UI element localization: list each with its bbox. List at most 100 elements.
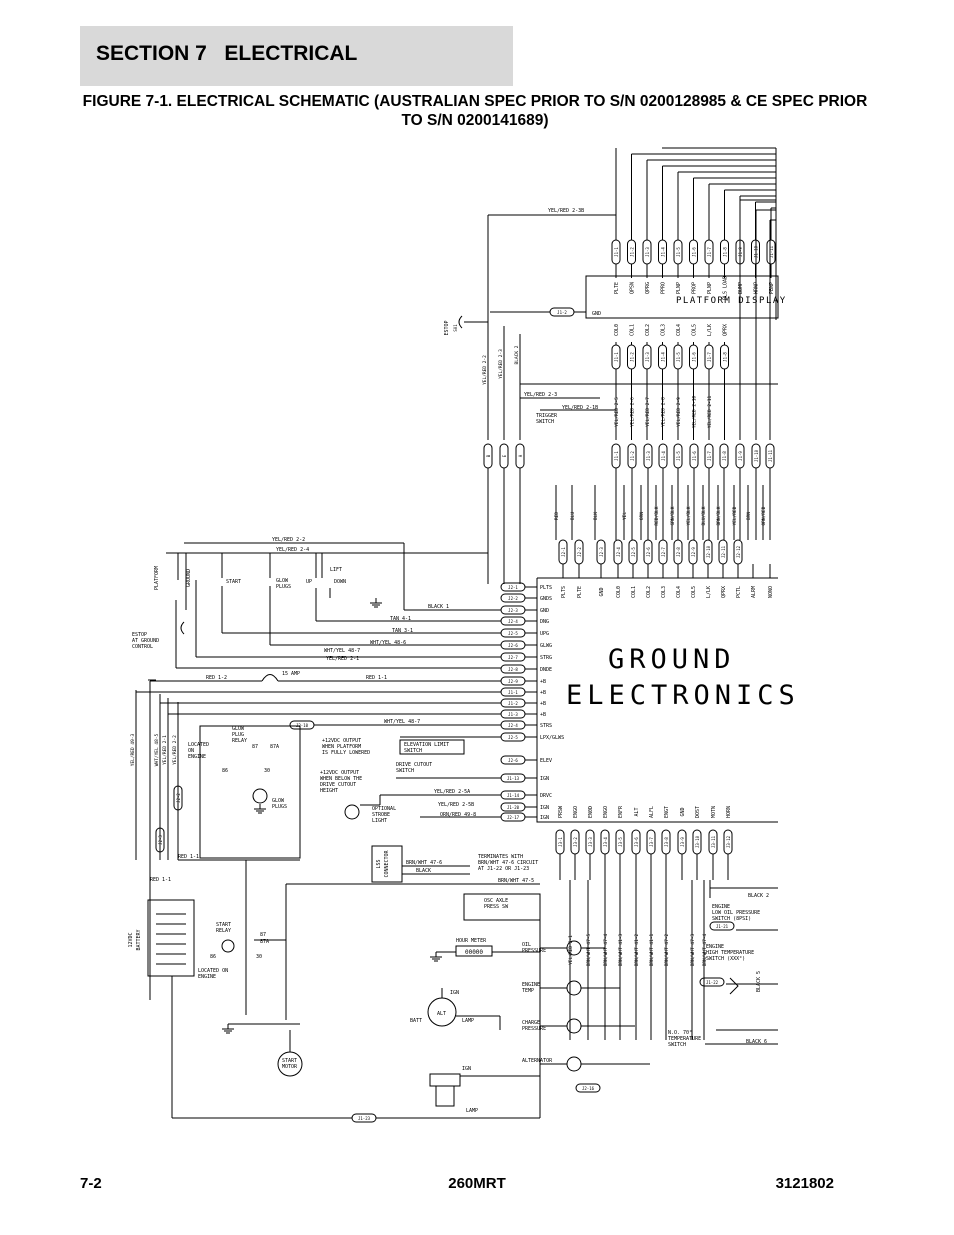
right-connector	[699, 977, 725, 987]
plug-connector-label: A	[518, 454, 523, 457]
platform-top-pin: PBNP	[769, 282, 775, 294]
glow-plug-relay-label: GLOW	[232, 726, 245, 732]
ground-top-connector	[558, 539, 568, 565]
osc-axle-box	[463, 893, 541, 921]
ground-left-pin: +B	[540, 712, 546, 718]
bottom-connector	[575, 1083, 601, 1093]
wire-label: WHT/YEL 48-6	[370, 640, 406, 646]
ground-left-connector-label: J2-5	[508, 631, 518, 636]
hour-meter-box	[455, 945, 493, 957]
right-connector-label: J1-21	[716, 924, 729, 929]
elevation-switch-box	[399, 739, 465, 755]
ground-bottom-connector-label: J3-5	[618, 837, 623, 847]
estop-ground-label: AT GROUND	[132, 638, 159, 644]
left-riser-wire-label: YEL/RED 2-2	[482, 355, 488, 385]
ground-top-pin: COL0	[616, 586, 622, 598]
label-layer: J1-1PLTEJ1-2QPSNJ1-3QPRGJ1-4PPROJ1-5PLNP…	[128, 208, 795, 1121]
gauge-label: PRESSURE	[522, 1026, 546, 1032]
mid-connector-label: J1-5	[676, 451, 681, 461]
located-on-engine-label: ENGINE	[198, 974, 216, 980]
bottom-vertical-wire-label: BRN/WHT 47-4	[603, 933, 609, 966]
platform-top-connector-label: J1-8	[723, 247, 728, 257]
section-title: SECTION 7 ELECTRICAL	[96, 42, 358, 65]
left-connector	[173, 785, 183, 811]
left-connector	[155, 827, 165, 853]
mid-connector-label: J1-8	[722, 451, 727, 461]
lss-label: CONNECTOR	[384, 849, 390, 877]
key-ign-label: IGN	[462, 1066, 471, 1072]
ground-top-pin: PLTS	[561, 586, 567, 598]
ground-left-connector	[500, 640, 526, 650]
ground-left-connector	[500, 616, 526, 626]
ground-bottom-connector-label: J3-9	[680, 837, 685, 847]
ground-top-connector-label: J2-2	[577, 547, 582, 557]
switch-label: GROUND	[186, 569, 192, 587]
ground-bottom-connector	[555, 829, 565, 855]
platform-bottom-pin: COL1	[630, 324, 636, 336]
ground-top-pin: NONO	[768, 586, 774, 598]
start-relay-label: RELAY	[216, 928, 231, 934]
wire-label: BLACK 5	[756, 971, 762, 992]
gauge-symbol	[566, 940, 582, 956]
wire-label: YEL/RED 2-1	[326, 656, 359, 662]
engine-high-temp-label: SWITCH (XXX°)	[706, 956, 745, 962]
wire-color-label: BLU/BLK	[701, 506, 707, 525]
platform-bottom-wire-label: YEL/RED 2-9	[676, 397, 682, 427]
mid-connector-label: J1-11	[768, 449, 773, 462]
ground-top-connector	[643, 539, 653, 565]
glow-plug-relay-label: RELAY	[232, 738, 247, 744]
glow-plugs-label: GLOW	[272, 798, 285, 804]
trigger-switch-label: SWITCH	[536, 419, 554, 425]
platform-up-output-label: IS FULLY LOWERED	[322, 750, 370, 756]
ground-top-connector	[703, 539, 713, 565]
platform-bottom-connector	[658, 344, 667, 370]
gauge-label: ENGINE	[522, 982, 540, 988]
figure-title: FIGURE 7-1. ELECTRICAL SCHEMATIC (AUSTRA…	[82, 93, 868, 129]
ground-bottom-connector	[570, 829, 580, 855]
ground-left-connector-label: J2-6	[508, 758, 518, 763]
ground-bottom-connector	[615, 829, 625, 855]
mid-connector	[673, 443, 683, 469]
platform-top-pin: QPSN	[630, 282, 636, 294]
ground-top-pin: GND	[599, 587, 605, 596]
ground-electronics-label: GROUND	[608, 644, 736, 675]
platform-top-connector	[735, 239, 745, 265]
ground-top-connector-label: J2-10	[706, 545, 711, 558]
mid-connector	[704, 443, 714, 469]
ground-top-connector-label: J2-9	[691, 547, 696, 557]
ground-left-connector	[500, 605, 526, 615]
below-output-label: HEIGHT	[320, 788, 338, 794]
platform-bottom-connector	[720, 344, 729, 370]
ground-top-pin: QPRX	[721, 586, 727, 598]
platform-top-pin: QPRG	[645, 282, 651, 294]
wire-color-label: GRN/BLK	[670, 506, 676, 525]
platform-top-pin: PLNP	[676, 282, 682, 294]
ground-bottom-connector-label: J3-8	[664, 837, 669, 847]
bottom-vertical-wire-label: BRN/WHT 47-3	[690, 933, 696, 966]
ground-top-pin: COL5	[691, 586, 697, 598]
platform-bottom-connector-label: J1-4	[661, 352, 666, 362]
ground-bottom-pin: ENGT	[664, 806, 670, 818]
ground-top-connector-label: J2-6	[646, 547, 651, 557]
start-motor-label: START	[282, 1058, 297, 1064]
mid-connector-label: J1-10	[754, 449, 759, 462]
drive-cutout-label: SWITCH	[396, 768, 414, 774]
ground-bottom-pin: ENFR	[618, 805, 624, 818]
located-on-engine-label: LOCATED ON	[198, 968, 228, 974]
ground-top-connector-label: J2-4	[616, 547, 621, 557]
trigger-wire-label: YEL/RED 2-1B	[562, 405, 598, 411]
ground-left-connector-label: J2-9	[508, 679, 518, 684]
ground-left-connector-label: J2-4	[508, 723, 518, 728]
ground-bottom-connector	[585, 829, 595, 855]
ground-left-pin: PLTS	[540, 585, 552, 591]
ground-top-pin: COL3	[661, 586, 667, 598]
wire-label: BLACK 2	[748, 893, 769, 899]
plug-connector-label: B	[486, 454, 491, 457]
osc-axle-label: PRESS SW	[484, 904, 509, 910]
left-riser-wire-label: YEL/RED 2-3	[498, 349, 504, 379]
ground-left-connector	[500, 812, 526, 822]
relay-pin: 87	[260, 932, 266, 938]
mid-connector-label: J1-4	[661, 451, 666, 461]
bottom-connector	[351, 1113, 377, 1123]
ground-left-pin: ELEV	[540, 758, 552, 764]
